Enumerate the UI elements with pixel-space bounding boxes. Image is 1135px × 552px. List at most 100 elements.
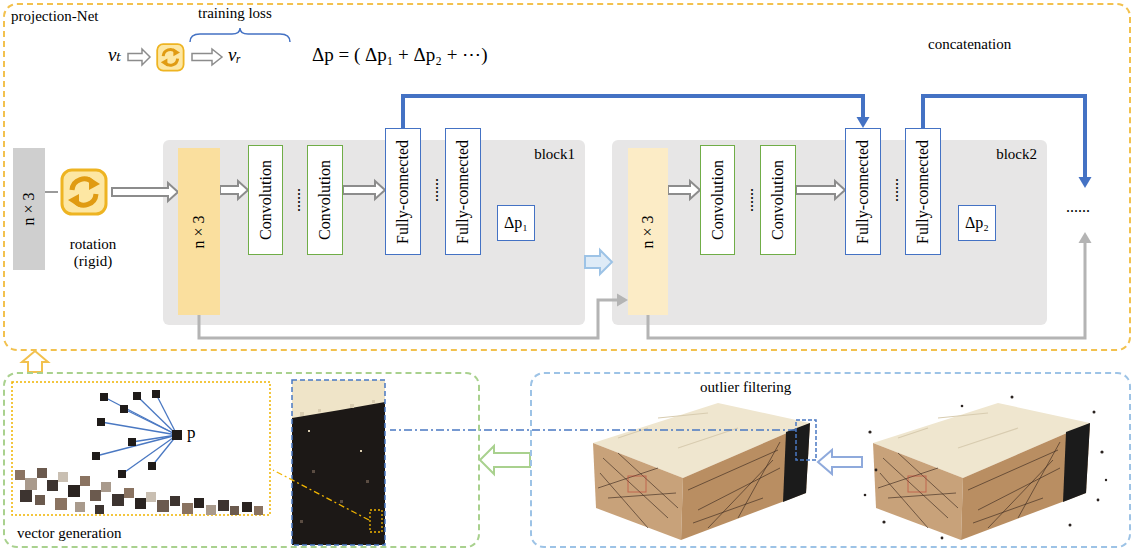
flow-arrow [343,181,385,199]
formula: Δp = ( Δp₁ + Δp₂ + ⋯) [312,44,487,66]
box-label: Convolution [708,160,726,240]
zoom-image [372,400,375,403]
neighbour-inset [135,498,146,509]
offset-output: Δp₂ [958,205,996,241]
rotation-icon [157,44,183,70]
point-cloud [882,520,885,523]
point-cloud [941,537,944,540]
neighbour-inset [152,390,160,398]
flow-arrow [22,351,48,372]
network-region: projection-Netn × 3block1n × 3Convolutio… [3,3,1131,351]
point-cloud [875,469,878,472]
box-label: Convolution [256,160,274,240]
box-label: Convolution [769,160,787,240]
network-block: block1n × 3ConvolutionConvolutionFully-c… [163,140,585,325]
concat-output-line [923,96,1092,188]
zoom-image [312,470,315,473]
group-title: block2 [996,146,1037,163]
vector-symbol: vᵣ [228,44,241,66]
flow-arrow [668,181,700,199]
flow-arrow [403,96,870,128]
flow-arrow [22,351,48,372]
box-label: Fully-connected [914,140,932,244]
point-cloud [593,403,810,540]
flow-arrow [857,117,870,128]
neighbour-inset [12,382,270,515]
zoom-image [273,380,385,545]
flow-arrow [199,300,622,338]
rotation-icon [62,44,184,214]
fc-layer: Fully-connected [905,128,941,255]
concat-output-line [923,96,1085,182]
neighbour-inset [206,505,216,515]
neighbour-inset [124,488,134,498]
flow-arrow [668,181,700,199]
neighbour-inset [172,430,182,440]
point-input: n × 3 [178,148,220,315]
group-title: block1 [534,146,575,163]
neighbour-inset [47,480,58,491]
zoom-image [308,430,310,432]
flow-arrow [45,191,58,193]
zoom-image [318,409,321,412]
neighbour-inset [20,490,32,502]
box-label: n × 3 [20,192,38,225]
point-cloud [864,494,867,497]
block-fill [163,140,585,325]
neighbour-inset [25,478,37,490]
point-cloud [1105,479,1107,481]
neighbour-inset [96,394,177,474]
loss-brace [190,28,290,42]
point-cloud [1100,450,1103,453]
ellipsis: ...... [424,178,442,202]
zoom-image [292,380,385,545]
neighbour-inset [148,462,156,470]
zoom-image [292,380,385,418]
group-title: vector generation [17,525,122,542]
network-block: block2n × 3ConvolutionConvolutionFully-c… [612,140,1047,325]
fc-layer: Fully-connected [845,128,881,255]
loss-arrows [128,49,150,65]
ellipsis: ...... [884,178,902,202]
point-cloud [868,430,871,433]
box-label: Convolution [316,160,334,240]
neighbour-inset [97,418,105,426]
neighbour-inset [95,505,104,514]
zoom-image [350,404,354,408]
neighbour-inset [101,422,177,435]
box-label: Δp₂ [965,214,989,232]
flow-arrow [585,250,612,274]
point-cloud [390,396,1107,541]
box-label: Δp₁ [504,214,528,232]
neighbour-inset [75,502,85,512]
loss-brace [190,28,290,42]
flow-arrow [480,446,530,474]
neighbour-inset [146,492,156,502]
point-cloud [1093,411,1096,414]
zoom-image [300,470,369,523]
flow-arrow [480,446,530,474]
zoom-image [370,510,382,532]
annotation: rotation (rigid) [60,236,126,271]
point-cloud [1011,396,1014,399]
neighbour-inset [96,435,177,456]
point-cloud [390,429,796,430]
flow-arrow [112,183,178,201]
neighbour-inset [182,503,193,514]
flow-arrow [796,181,845,199]
fc-layer: Fully-connected [385,128,421,255]
ellipsis: ...... [286,188,304,212]
ellipsis: ...... [739,188,757,212]
zoom-image [300,400,375,452]
neighbour-inset [68,485,80,497]
point-cloud [818,450,862,474]
zoom-image [340,500,343,503]
zoom-image [273,470,369,520]
ellipsis: ...... [1066,198,1090,216]
neighbour-inset [128,438,136,446]
zoom-image [360,450,362,452]
neighbour-inset [12,382,270,515]
group-title: outlier filtering [700,379,791,396]
